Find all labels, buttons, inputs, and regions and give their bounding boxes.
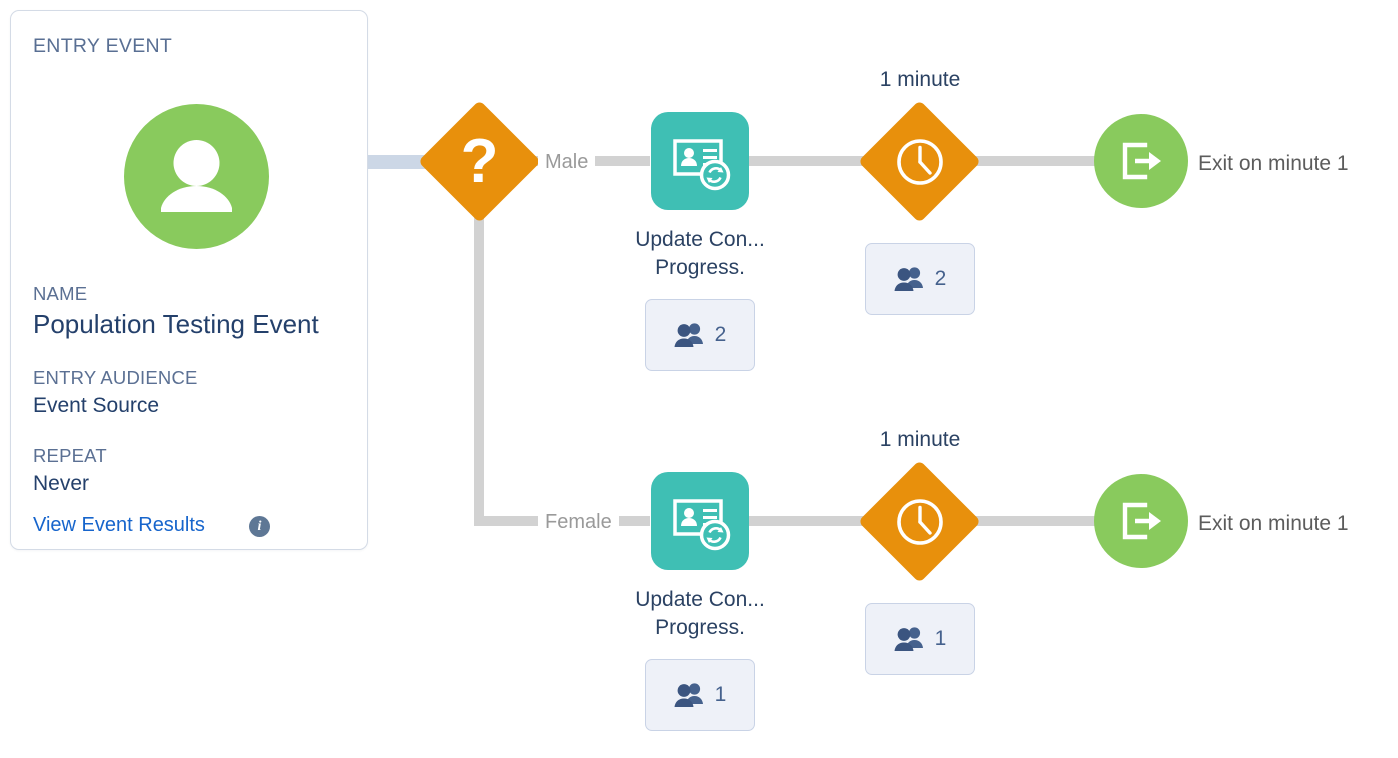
entry-event-header: ENTRY EVENT	[33, 35, 173, 57]
contact-count-value: 1	[714, 683, 727, 706]
contact-count-badge-male-activity[interactable]: 2	[645, 299, 755, 371]
wait-label-female: 1 minute	[879, 428, 961, 451]
connector-female-wait-to-exit	[968, 516, 1096, 526]
contact-count-badge-female-activity[interactable]: 1	[645, 659, 755, 731]
activity-caption-line2: Progress.	[655, 256, 745, 279]
update-contact-icon	[673, 139, 731, 191]
branch-label-female: Female	[538, 511, 619, 534]
contact-count-value: 2	[934, 267, 947, 290]
branch-label-male: Male	[538, 151, 596, 174]
connector-male-wait-to-exit	[968, 156, 1096, 166]
clock-icon	[896, 498, 943, 545]
info-icon[interactable]: i	[249, 516, 270, 537]
activity-caption-line1: Update Con...	[635, 228, 765, 251]
contacts-icon	[894, 627, 923, 651]
wait-node-female[interactable]	[857, 459, 982, 584]
exit-arrow-icon	[1122, 502, 1161, 540]
activity-caption-female: Update Con... Progress.	[600, 586, 800, 642]
wait-node-male[interactable]	[857, 99, 982, 224]
connector-female-activity-to-wait	[748, 516, 868, 526]
activity-caption-line1: Update Con...	[635, 588, 765, 611]
activity-caption-line2: Progress.	[655, 616, 745, 639]
question-mark-icon: ?	[460, 126, 499, 196]
repeat-value: Never	[33, 472, 90, 495]
exit-node-male[interactable]	[1094, 114, 1188, 208]
repeat-label: REPEAT	[33, 445, 107, 466]
clock-icon	[896, 138, 943, 185]
exit-node-female[interactable]	[1094, 474, 1188, 568]
wait-label-male: 1 minute	[879, 68, 961, 91]
update-contact-icon	[673, 499, 731, 551]
contact-count-value: 1	[934, 627, 947, 650]
entry-audience-label: ENTRY AUDIENCE	[33, 367, 198, 388]
activity-caption-male: Update Con... Progress.	[600, 226, 800, 282]
decision-split-node[interactable]: ?	[417, 99, 542, 224]
connector-decision-vertical	[474, 200, 484, 518]
contact-count-value: 2	[714, 323, 727, 346]
wait-inner-female	[876, 478, 963, 565]
entry-audience-value: Event Source	[33, 394, 160, 417]
entry-event-card[interactable]: ENTRY EVENT NAME Population Testing Even…	[10, 10, 368, 550]
decision-inner: ?	[436, 118, 523, 205]
contact-count-badge-female-wait[interactable]: 1	[865, 603, 975, 675]
contacts-icon	[894, 267, 923, 291]
name-label: NAME	[33, 283, 88, 304]
contacts-icon	[674, 323, 703, 347]
exit-label-male: Exit on minute 1	[1198, 152, 1349, 175]
view-event-results-link[interactable]: View Event Results	[33, 514, 205, 536]
name-value: Population Testing Event	[33, 309, 319, 339]
wait-inner-male	[876, 118, 963, 205]
exit-label-female: Exit on minute 1	[1198, 512, 1349, 535]
activity-node-update-contact-male[interactable]	[651, 112, 749, 210]
exit-arrow-icon	[1122, 142, 1161, 180]
contact-count-badge-male-wait[interactable]: 2	[865, 243, 975, 315]
connector-male-activity-to-wait	[748, 156, 868, 166]
contacts-icon	[674, 683, 703, 707]
person-avatar-icon	[124, 104, 269, 249]
activity-node-update-contact-female[interactable]	[651, 472, 749, 570]
